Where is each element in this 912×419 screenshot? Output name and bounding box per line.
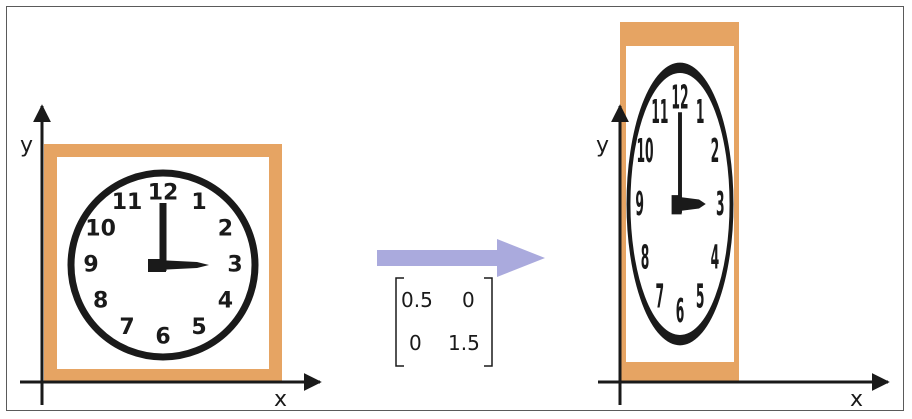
left-hand-hub bbox=[148, 259, 166, 272]
right-clock-numeral-4: 4 bbox=[711, 238, 720, 276]
left-clock-numeral-6: 6 bbox=[155, 325, 170, 350]
matrix-right-bracket bbox=[484, 277, 493, 367]
matrix-cell-r2c2: 1.5 bbox=[448, 331, 480, 355]
right-clock-numeral-9: 9 bbox=[635, 185, 644, 223]
left-hour-hand bbox=[157, 260, 209, 270]
left-clock-numeral-2: 2 bbox=[218, 217, 233, 242]
right-clock-numeral-1: 1 bbox=[696, 92, 705, 130]
transform-group: 0.5 0 0 1.5 bbox=[377, 239, 545, 367]
right-arrow-icon bbox=[377, 239, 545, 277]
right-clock-numeral-3: 3 bbox=[716, 185, 725, 223]
matrix-cell-r2c1: 0 bbox=[409, 331, 422, 355]
right-clock-numeral-10: 10 bbox=[636, 132, 653, 170]
right-clock-numeral-5: 5 bbox=[696, 277, 705, 315]
right-clock-numeral-7: 7 bbox=[656, 277, 665, 315]
matrix-cell-r1c1: 0.5 bbox=[401, 288, 433, 312]
left-clock-numeral-12: 12 bbox=[148, 181, 179, 206]
left-clock-numeral-1: 1 bbox=[191, 190, 206, 215]
right-clock-numeral-12: 12 bbox=[671, 78, 688, 116]
left-clock-numeral-8: 8 bbox=[93, 289, 108, 314]
left-clock-numeral-4: 4 bbox=[218, 289, 233, 314]
right-clock-numeral-2: 2 bbox=[711, 132, 720, 170]
left-clock-numeral-7: 7 bbox=[119, 315, 134, 340]
right-clock-numeral-6: 6 bbox=[676, 291, 685, 329]
left-clock-numeral-9: 9 bbox=[83, 253, 98, 278]
left-y-axis-label: y bbox=[20, 133, 33, 158]
left-x-axis-label: x bbox=[274, 387, 287, 412]
matrix-cell-r1c2: 0 bbox=[462, 288, 475, 312]
right-clock-numeral-11: 11 bbox=[651, 92, 668, 130]
right-hour-hand bbox=[676, 196, 706, 212]
left-clock-numeral-11: 11 bbox=[112, 190, 143, 215]
left-clock-numeral-5: 5 bbox=[191, 315, 206, 340]
outer-frame bbox=[6, 6, 904, 411]
right-hand-hub bbox=[671, 195, 682, 215]
right-clock-numeral-8: 8 bbox=[641, 238, 650, 276]
left-clock-numeral-3: 3 bbox=[227, 253, 242, 278]
right-y-axis-label: y bbox=[596, 133, 609, 158]
right-x-axis-label: x bbox=[850, 387, 863, 412]
matrix-left-bracket bbox=[395, 277, 404, 367]
left-clock-numeral-10: 10 bbox=[85, 217, 116, 242]
